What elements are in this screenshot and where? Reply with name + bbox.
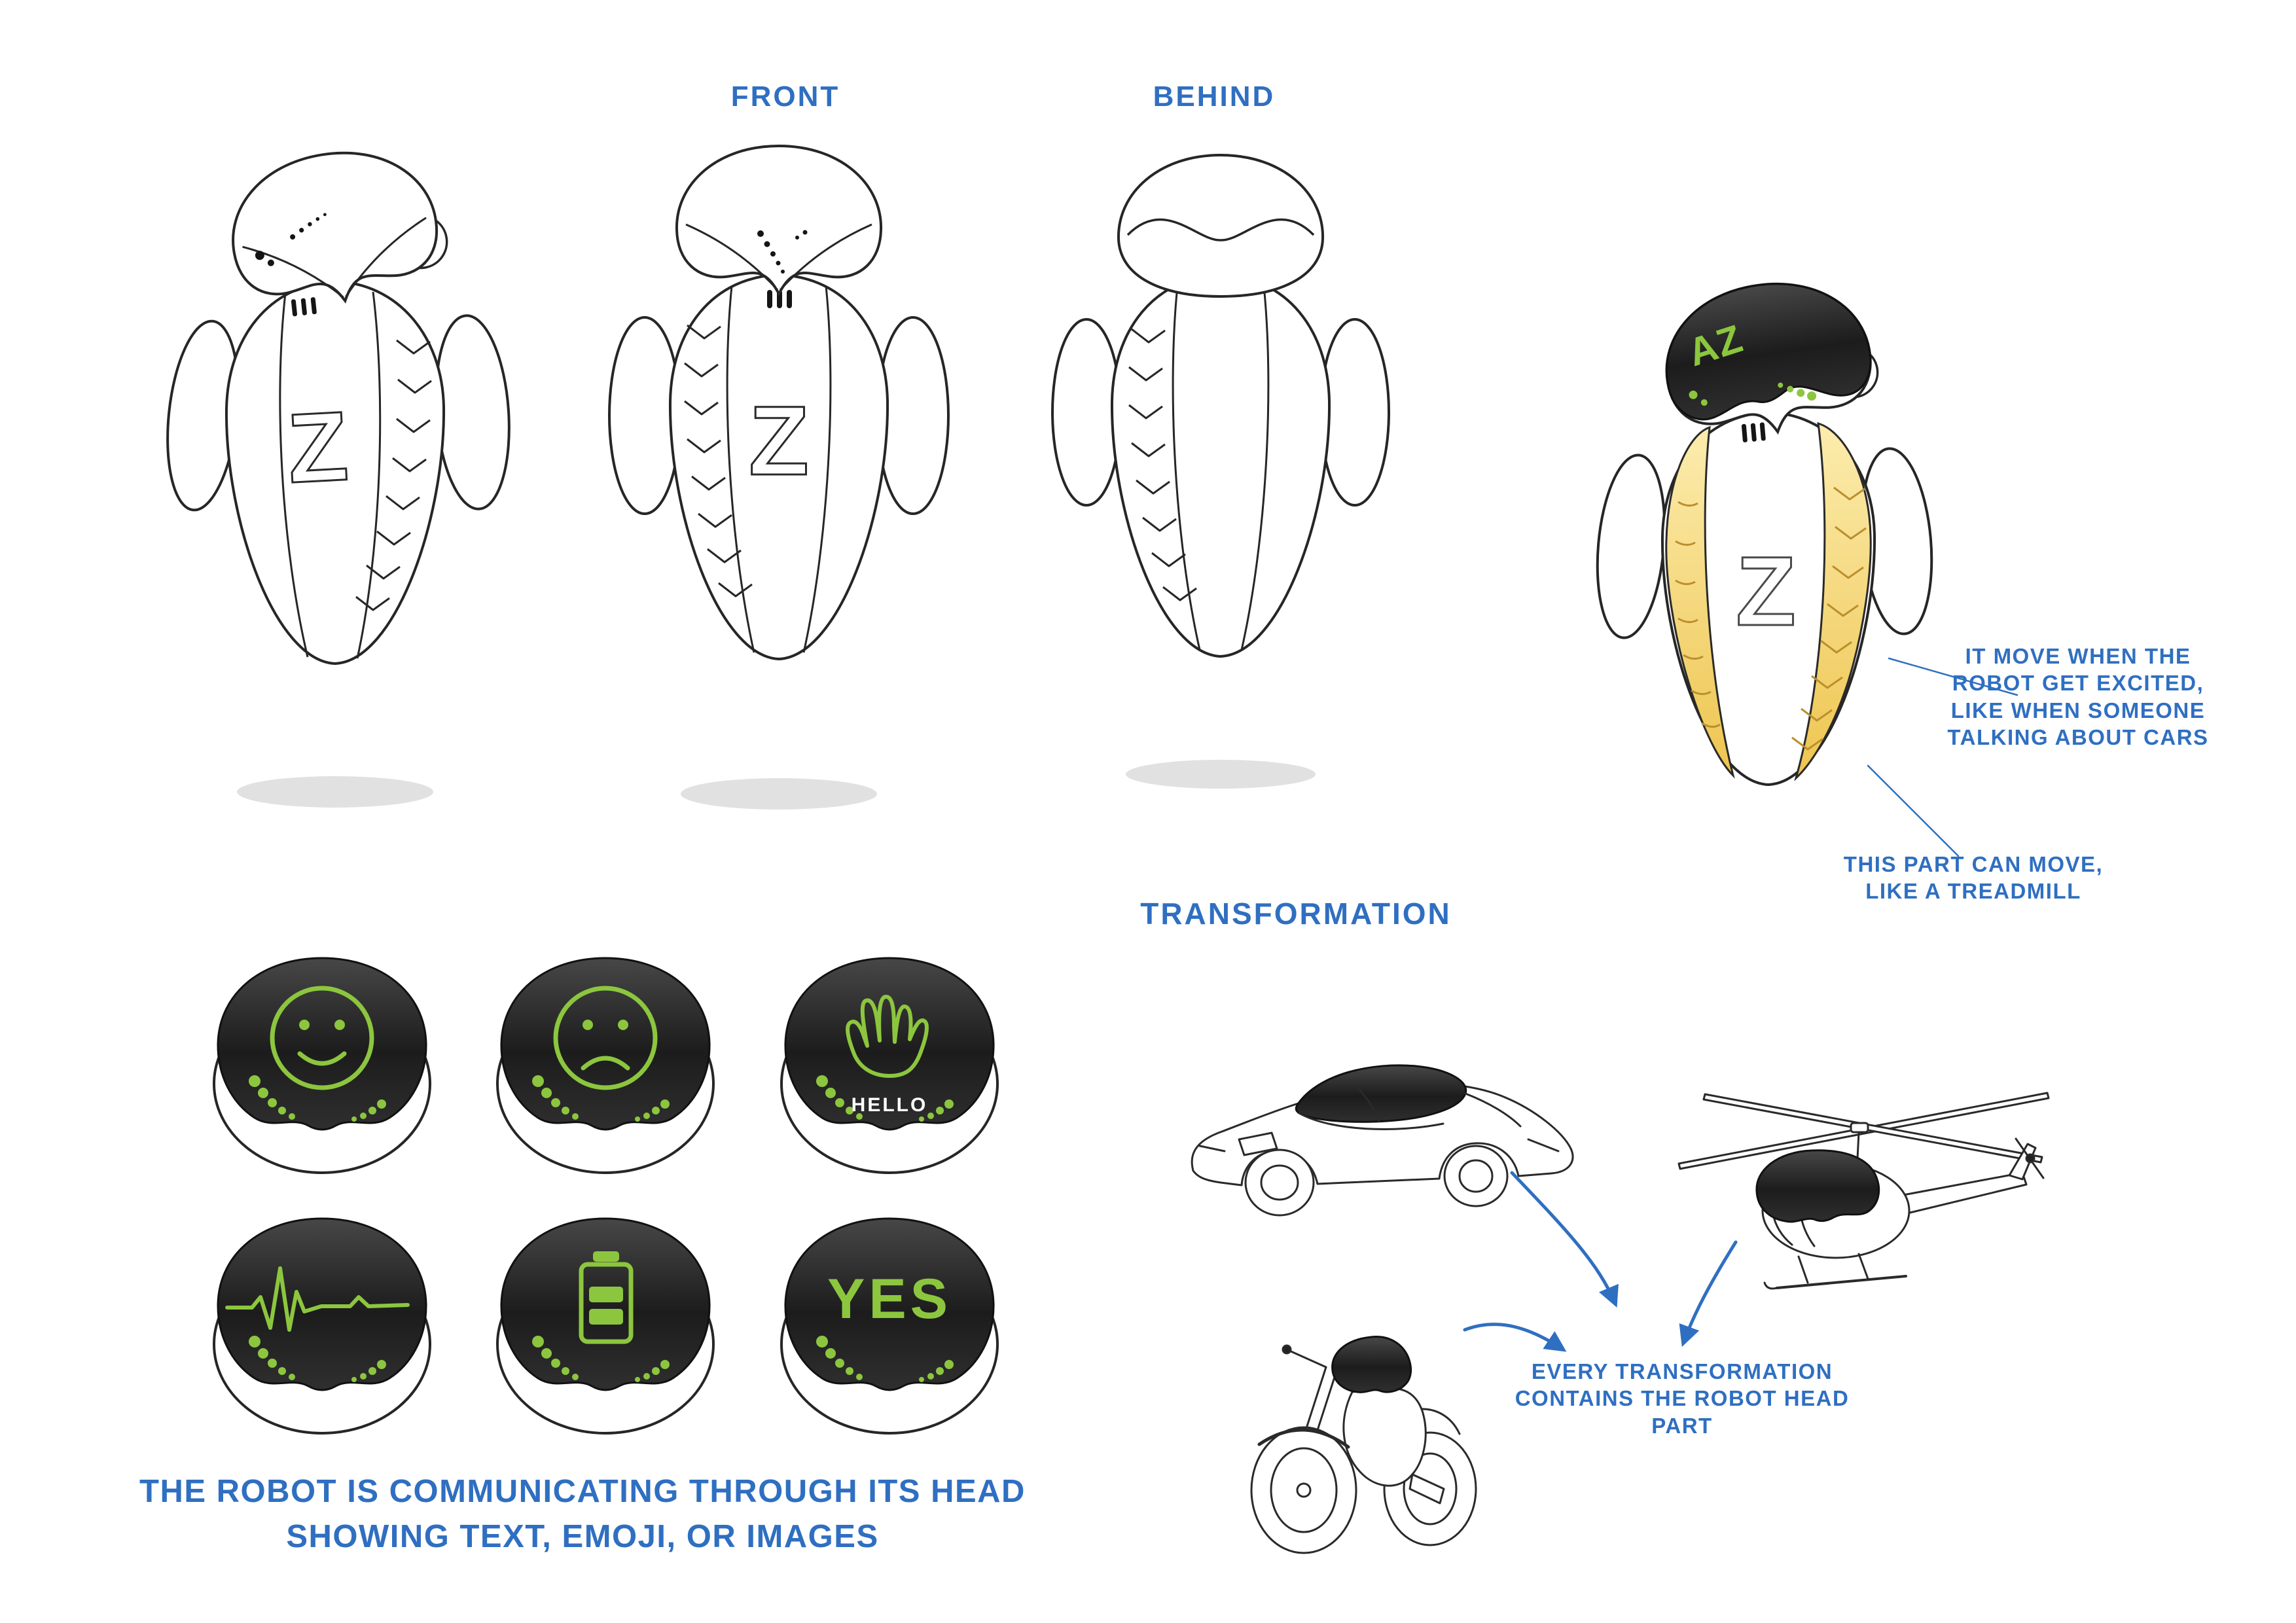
sad-face-icon <box>553 986 658 1090</box>
yes-label: YES <box>827 1268 952 1330</box>
car-front-wheel <box>1443 1145 1509 1207</box>
display-face-sad <box>496 957 715 1174</box>
robot-arms <box>1051 318 1390 507</box>
car-side-vent <box>1238 1132 1278 1156</box>
robot-body: Z <box>224 279 446 666</box>
tread-chevrons <box>1128 328 1197 601</box>
treadmill-note: THIS PART CAN MOVE, LIKE A TREADMILL <box>1843 852 2104 904</box>
behind-view-label: BEHIND <box>1153 80 1276 113</box>
left-arm-pod <box>1051 318 1122 507</box>
robot-colored-render: Z AZ <box>1596 282 1933 787</box>
robot-body: Z <box>1660 410 1876 787</box>
head-dark-shell <box>784 1217 995 1391</box>
rotor-blade <box>1702 1093 2043 1164</box>
head-dots <box>255 213 327 266</box>
robot-head <box>232 151 448 304</box>
robot-head: AZ <box>1665 282 1879 435</box>
speaker-grill <box>767 290 792 308</box>
head-dark-shell <box>784 957 995 1131</box>
status-dots <box>249 1075 386 1122</box>
head-dark-shell <box>1666 283 1872 421</box>
head-dark-shell <box>500 957 711 1131</box>
waveform-icon <box>225 1266 410 1332</box>
speaker-grill <box>291 297 317 317</box>
tail-boom <box>1902 1171 2028 1215</box>
rotor-hub <box>1850 1122 1869 1133</box>
head-dark-shell <box>217 957 427 1131</box>
display-face-yes: YES <box>780 1217 999 1435</box>
tail-fin <box>2008 1143 2037 1181</box>
status-dots <box>816 1075 954 1122</box>
robot-head <box>1117 153 1325 298</box>
status-dots <box>816 1336 954 1382</box>
body-letter: Z <box>285 391 350 504</box>
tread-chevrons <box>684 324 753 597</box>
robot-front-view-sketch: Z <box>608 144 950 810</box>
bike-front-wheel <box>1250 1426 1357 1554</box>
body-letter: Z <box>1736 536 1796 646</box>
tread-panel-left <box>1665 425 1735 779</box>
status-dots <box>532 1336 670 1382</box>
heli-canopy-robot-head <box>1755 1149 1880 1223</box>
front-view-label: FRONT <box>730 80 840 113</box>
head-dark-shell <box>500 1217 711 1391</box>
status-dots <box>249 1336 386 1382</box>
ground-shadow <box>237 776 433 808</box>
speaker-grill <box>1741 422 1766 442</box>
bike-exhaust <box>1408 1473 1445 1505</box>
transformation-title: TRANSFORMATION <box>1140 897 1452 931</box>
car-headlight <box>1527 1138 1560 1152</box>
sports-car-sketch <box>1191 1064 1574 1217</box>
left-arm-pod <box>1596 454 1666 639</box>
helicopter-sketch <box>1677 1092 2050 1290</box>
smiley-face-icon <box>270 986 374 1090</box>
hand-icon <box>846 995 929 1078</box>
head-dots <box>1689 382 1817 406</box>
ground-shadow <box>681 778 877 810</box>
landing-skid <box>1776 1275 1907 1289</box>
robot-back-view-sketch <box>1051 153 1390 789</box>
head-dots <box>757 230 808 274</box>
robot-body: Z <box>668 273 889 661</box>
communication-caption: THE ROBOT IS COMMUNICATING THROUGH ITS H… <box>139 1474 1026 1554</box>
tread-chevrons <box>355 339 432 611</box>
body-letter: Z <box>749 385 809 495</box>
display-face-battery <box>496 1217 715 1435</box>
bike-fender <box>1257 1428 1350 1449</box>
robot-head <box>675 144 883 297</box>
excited-note: IT MOVE WHEN THE ROBOT GET EXCITED, LIKE… <box>1947 644 2209 749</box>
transformation-note: EVERY TRANSFORMATION CONTAINS THE ROBOT … <box>1515 1359 1850 1438</box>
motorcycle-sketch <box>1250 1336 1477 1554</box>
display-face-hello: HELLO <box>780 957 999 1174</box>
tread-chevrons <box>1675 486 1867 751</box>
hello-label: HELLO <box>852 1094 928 1116</box>
display-face-smiley <box>213 957 431 1174</box>
ground-shadow <box>1126 760 1316 789</box>
robot-body <box>1110 273 1331 658</box>
car-rear-wheel <box>1244 1149 1315 1217</box>
robot-three-quarter-view-sketch: Z <box>166 151 511 808</box>
battery-icon <box>579 1251 634 1344</box>
bike-fairing <box>1342 1387 1427 1487</box>
display-face-waveform <box>213 1217 431 1435</box>
tread-panel-right <box>1794 421 1872 781</box>
bike-screen-robot-head <box>1331 1336 1412 1393</box>
right-arm-pod <box>1319 318 1390 507</box>
status-dots <box>532 1075 670 1122</box>
